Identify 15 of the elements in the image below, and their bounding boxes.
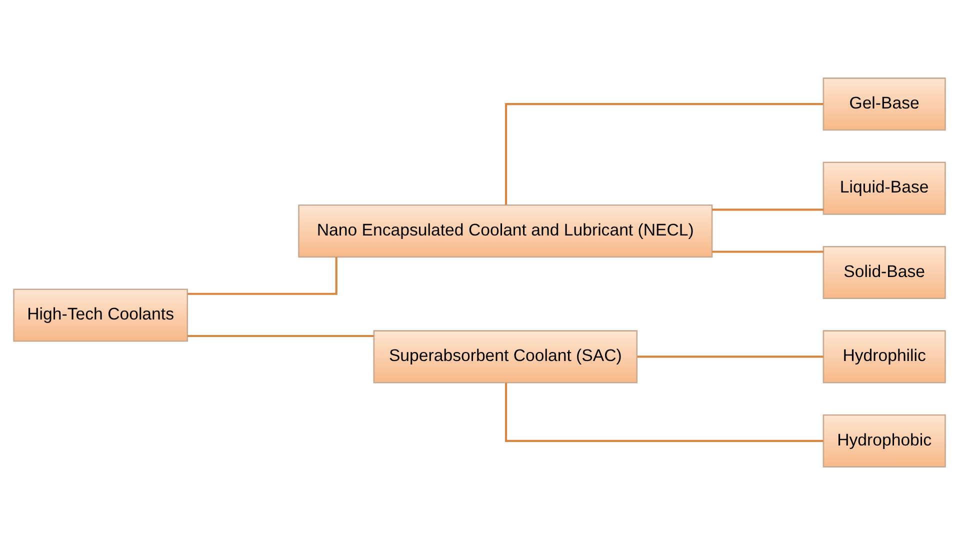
connector [187, 334, 374, 337]
connector [712, 250, 824, 252]
connector [637, 355, 824, 358]
node-box: Nano Encapsulated Coolant and Lubricant (NECL) [298, 204, 713, 258]
node-box: High-Tech Coolants [13, 288, 188, 342]
node-box: Gel-Base [822, 77, 946, 130]
connector [712, 208, 824, 210]
connector [188, 256, 338, 294]
node-box: Hydrophobic [822, 414, 946, 467]
connector [505, 102, 824, 204]
node-box: Superabsorbent Coolant (SAC) [373, 330, 638, 383]
node-box: Liquid-Base [822, 161, 946, 214]
node-box: Solid-Base [822, 245, 946, 299]
node-box: Hydrophilic [822, 330, 946, 383]
connector [505, 382, 824, 442]
